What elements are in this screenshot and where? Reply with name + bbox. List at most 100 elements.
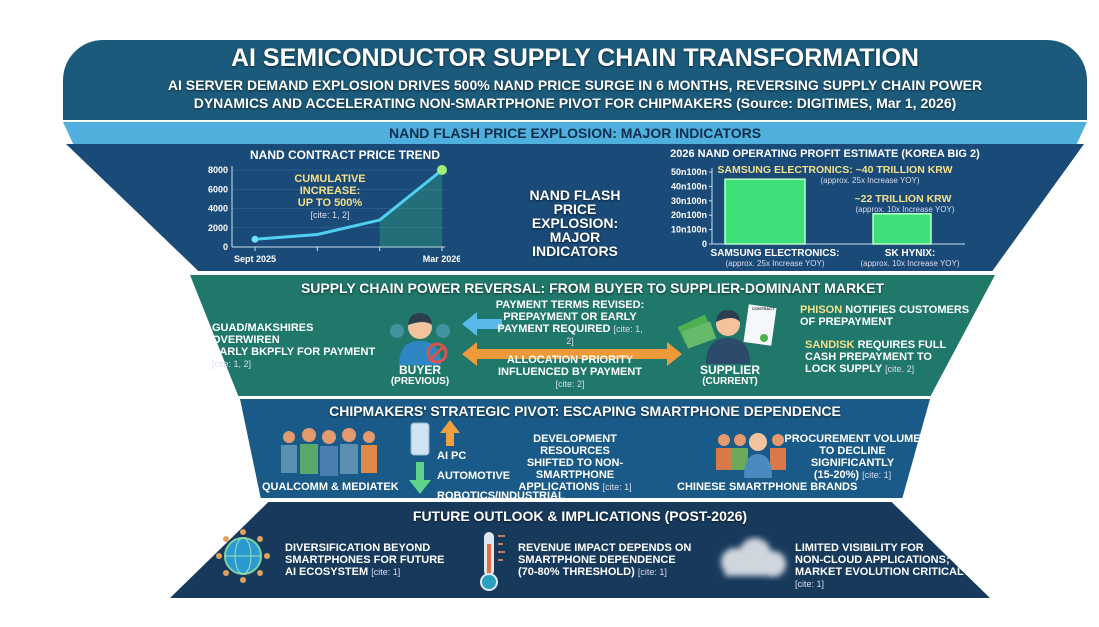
note-line: SMARTPHONES FOR FUTURE	[285, 554, 445, 566]
note-line: LIMITED VISIBILITY FOR	[795, 542, 924, 554]
supplier-title: SUPPLIER	[699, 363, 760, 377]
outlook-diversification: DIVERSIFICATION BEYOND SMARTPHONES FOR F…	[285, 542, 455, 578]
qualcomm-mediatek-group-icon	[281, 428, 377, 476]
note-cite: [cite: 1]	[371, 567, 401, 577]
note-cite: [cite: 1, 2]	[566, 324, 643, 346]
phison-name: PHISON	[800, 304, 843, 316]
cloud-icon	[721, 538, 786, 577]
phison-note: PHISON NOTIFIES CUSTOMERS OF PREPAYMENT	[800, 304, 970, 328]
section4-title: FUTURE OUTLOOK & IMPLICATIONS (POST-2026…	[412, 508, 748, 524]
subtitle-line: AI SERVER DEMAND EXPLOSION DRIVES 500% N…	[167, 77, 983, 93]
note-line: LOCK SUPPLY	[805, 363, 886, 375]
procurement-note: PROCUREMENT VOLUME TO DECLINE SIGNIFICAN…	[780, 433, 925, 481]
note-cite: [cite: 1, 2]	[212, 359, 252, 369]
note-line: GUAD/MAKSHIRES OVERWIREN	[212, 322, 314, 346]
note-line: PROCUREMENT VOLUME	[784, 433, 921, 445]
bar	[724, 178, 806, 245]
bar	[872, 213, 932, 245]
section4-panel	[170, 502, 990, 598]
section3-title: CHIPMAKERS' STRATEGIC PIVOT: ESCAPING SM…	[329, 403, 841, 419]
buyer-title: BUYER	[398, 363, 441, 377]
buyer-note: GUAD/MAKSHIRES OVERWIREN EARLY BKPFLY FO…	[212, 322, 382, 370]
page-title: AI SEMICONDUCTOR SUPPLY CHAIN TRANSFORMA…	[230, 44, 919, 72]
center-line: NAND FLASH	[529, 187, 621, 203]
bar-chart-title: 2026 NAND OPERATING PROFIT ESTIMATE (KOR…	[670, 148, 980, 160]
application-item: AUTOMOTIVE	[437, 470, 511, 482]
note-line: NON-CLOUD APPLICATIONS;	[795, 554, 950, 566]
chinese-brands-group-icon	[716, 433, 786, 478]
chinese-brands-label: CHINESE SMARTPHONE BRANDS	[677, 481, 858, 493]
note-line: DEVELOPMENT RESOURCES	[533, 433, 617, 457]
note-cite: [cite: 1]	[637, 567, 667, 577]
y-tick-label: 0	[223, 242, 228, 252]
y-tick-label: 2000	[208, 223, 228, 233]
double-arrow-icon	[462, 342, 682, 366]
x-tick-label: Sept 2025	[234, 254, 276, 264]
note-cite: [cite: 1]	[862, 470, 892, 480]
section2-panel	[190, 275, 995, 396]
y-tick-label: 30n100n	[671, 196, 707, 206]
y-tick-label: 4000	[208, 204, 228, 214]
note-line: TO DECLINE SIGNIFICANTLY	[810, 445, 895, 469]
y-tick-label: 0	[702, 239, 707, 249]
note-line: APPLICATIONS	[518, 481, 600, 493]
data-point	[251, 235, 259, 243]
sandisk-name: SANDISK	[805, 339, 855, 351]
note-line: MARKET EVOLUTION CRITICAL	[795, 566, 964, 578]
note-line: REVENUE IMPACT DEPENDS ON	[518, 542, 692, 554]
allocation-note: ALLOCATION PRIORITY INFLUENCED BY PAYMEN…	[490, 354, 650, 390]
bar-chart: 010n100n20n100n30n100n40n100n50n100nSAMS…	[671, 164, 965, 268]
pivot-graphic	[409, 420, 460, 494]
annotation-line: CUMULATIVE INCREASE:	[294, 173, 366, 197]
subtitle-line: DYNAMICS AND ACCELERATING NON-SMARTPHONE…	[193, 95, 957, 111]
category-label: SK HYNIX:	[885, 248, 936, 259]
y-tick-label: 10n100n	[671, 225, 707, 235]
data-point	[437, 165, 447, 175]
target-applications: AI PC AUTOMOTIVE ROBOTICS/INDUSTRIAL	[437, 446, 565, 506]
y-tick-label: 40n100n	[671, 181, 707, 191]
annotation-cite: [cite: 1, 2]	[310, 210, 350, 220]
note-line: DIVERSIFICATION BEYOND	[285, 542, 431, 554]
buyer-icon	[390, 313, 450, 365]
data-label-note: (approx. 25x Increase YOY)	[820, 176, 919, 185]
note-cite: [cite. 2]	[885, 364, 915, 374]
data-label: ~22 TRILLION KRW	[855, 193, 952, 205]
area-fill	[379, 170, 442, 247]
sandisk-note: SANDISK REQUIRES FULL CASH PREPAYMENT TO…	[805, 339, 965, 375]
note-line: (15-20%)	[813, 469, 860, 481]
application-item: ROBOTICS/INDUSTRIAL	[437, 490, 565, 502]
note-line: OF PREPAYMENT	[800, 316, 893, 328]
note-line: PAYMENT TERMS REVISED:	[495, 299, 645, 311]
page-subtitle: AI SERVER DEMAND EXPLOSION DRIVES 500% N…	[63, 76, 1087, 112]
y-tick-label: 20n100n	[671, 210, 707, 220]
note-line: PREPAYMENT OR EARLY	[503, 311, 637, 323]
section1-title: NAND FLASH PRICE EXPLOSION: MAJOR INDICA…	[388, 125, 762, 141]
category-label: SAMSUNG ELECTRONICS:	[711, 248, 840, 259]
note-cite: [cite: 1]	[795, 579, 825, 589]
section1-panel	[66, 144, 1084, 271]
data-label: SAMSUNG ELECTRONICS: ~40 TRILLION KRW	[717, 164, 952, 176]
smartphone-icon	[410, 422, 430, 456]
series-line	[254, 168, 443, 241]
note-line: (70-80% THRESHOLD)	[518, 566, 635, 578]
development-note: DEVELOPMENT RESOURCES SHIFTED TO NON-SMA…	[505, 433, 645, 493]
category-note: (approx. 10x Increase YOY)	[860, 259, 959, 268]
outlook-limited-visibility: LIMITED VISIBILITY FOR NON-CLOUD APPLICA…	[795, 542, 980, 590]
note-cite: [cite: 2]	[555, 379, 585, 389]
note-line: SHIFTED TO NON-SMARTPHONE	[526, 457, 624, 481]
y-tick-label: 8000	[208, 165, 228, 175]
annotation-line: UP TO 500%	[297, 197, 363, 209]
note-line: SMARTPHONE DEPENDENCE	[518, 554, 676, 566]
note-line: CASH PREPAYMENT TO	[805, 351, 932, 363]
note-line: AI ECOSYSTEM	[285, 566, 369, 578]
up-arrow-icon	[440, 420, 460, 446]
line-chart-annotation: CUMULATIVE INCREASE: UP TO 500% [cite: 1…	[265, 173, 395, 221]
x-tick-label: Mar 2026	[423, 254, 460, 264]
left-arrow-icon	[462, 312, 502, 336]
data-label-note: (approx. 10x Increase YOY)	[855, 205, 954, 214]
center-line: MAJOR INDICATORS	[532, 229, 618, 259]
note-cite: [cite: 1]	[602, 482, 632, 492]
header-banner	[63, 40, 1087, 120]
category-note: (approx. 25x Increase YOY)	[725, 259, 824, 268]
payment-terms-note: PAYMENT TERMS REVISED: PREPAYMENT OR EAR…	[495, 299, 645, 347]
